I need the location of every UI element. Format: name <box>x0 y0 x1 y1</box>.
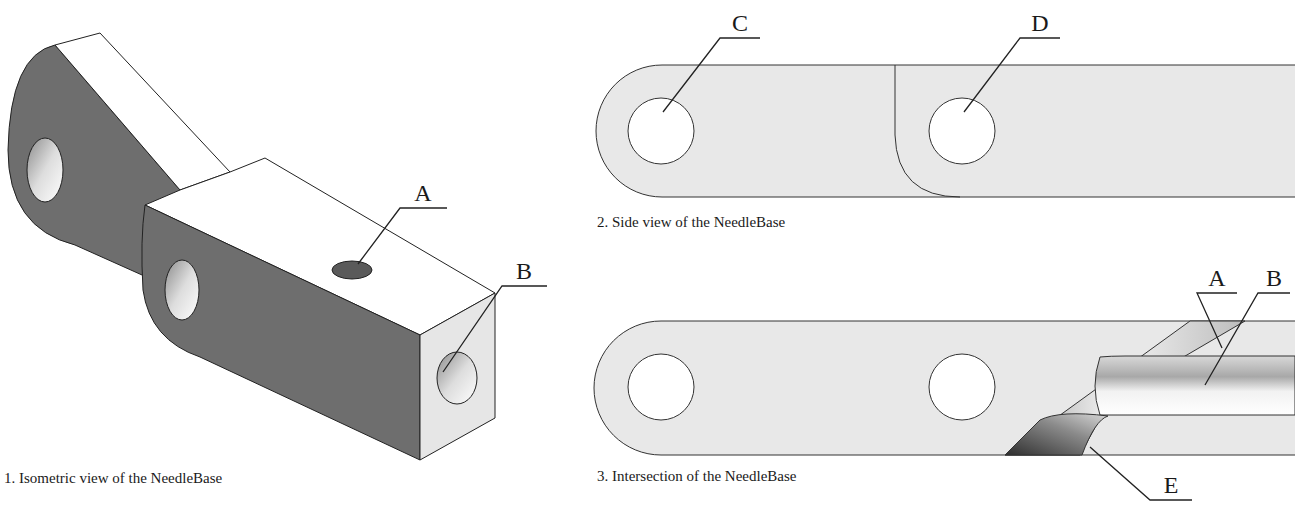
callout-letter: B <box>516 259 532 283</box>
leader-line <box>358 208 447 264</box>
body-front-face <box>142 205 420 460</box>
lug-top-face <box>55 33 230 190</box>
lug-hole <box>165 260 199 320</box>
callout-letter: C <box>732 11 748 35</box>
hole <box>628 98 694 164</box>
view-caption: 1. Isometric view of the NeedleBase <box>4 471 222 486</box>
view-caption: 2. Side view of the NeedleBase <box>597 215 785 230</box>
top-bore <box>332 261 372 279</box>
hole <box>929 98 995 164</box>
leader-line <box>1090 447 1192 500</box>
leader-line <box>663 38 760 112</box>
body-end-face <box>420 293 495 460</box>
leader-line <box>443 286 547 372</box>
hole <box>929 354 995 420</box>
bore-b <box>1095 356 1295 415</box>
callout-letter: D <box>1031 11 1048 35</box>
callout-letter: A <box>1208 266 1225 290</box>
lug-hole <box>27 138 63 202</box>
section-view <box>594 321 1295 455</box>
view-caption: 3. Intersection of the NeedleBase <box>597 469 797 484</box>
leader-line <box>964 38 1060 112</box>
isometric-view <box>8 33 495 460</box>
hole <box>628 354 694 420</box>
side-outline <box>596 65 1295 197</box>
callout-letter: E <box>1164 473 1179 497</box>
callout-letter: A <box>414 181 431 205</box>
leader-lines <box>358 208 547 372</box>
leader-lines <box>663 38 1060 112</box>
section-outline <box>594 321 1295 455</box>
leader-line <box>1205 293 1290 385</box>
side-view <box>596 65 1295 197</box>
callout-letter: B <box>1266 266 1282 290</box>
leader-lines <box>1090 293 1290 500</box>
end-bore <box>437 352 477 404</box>
